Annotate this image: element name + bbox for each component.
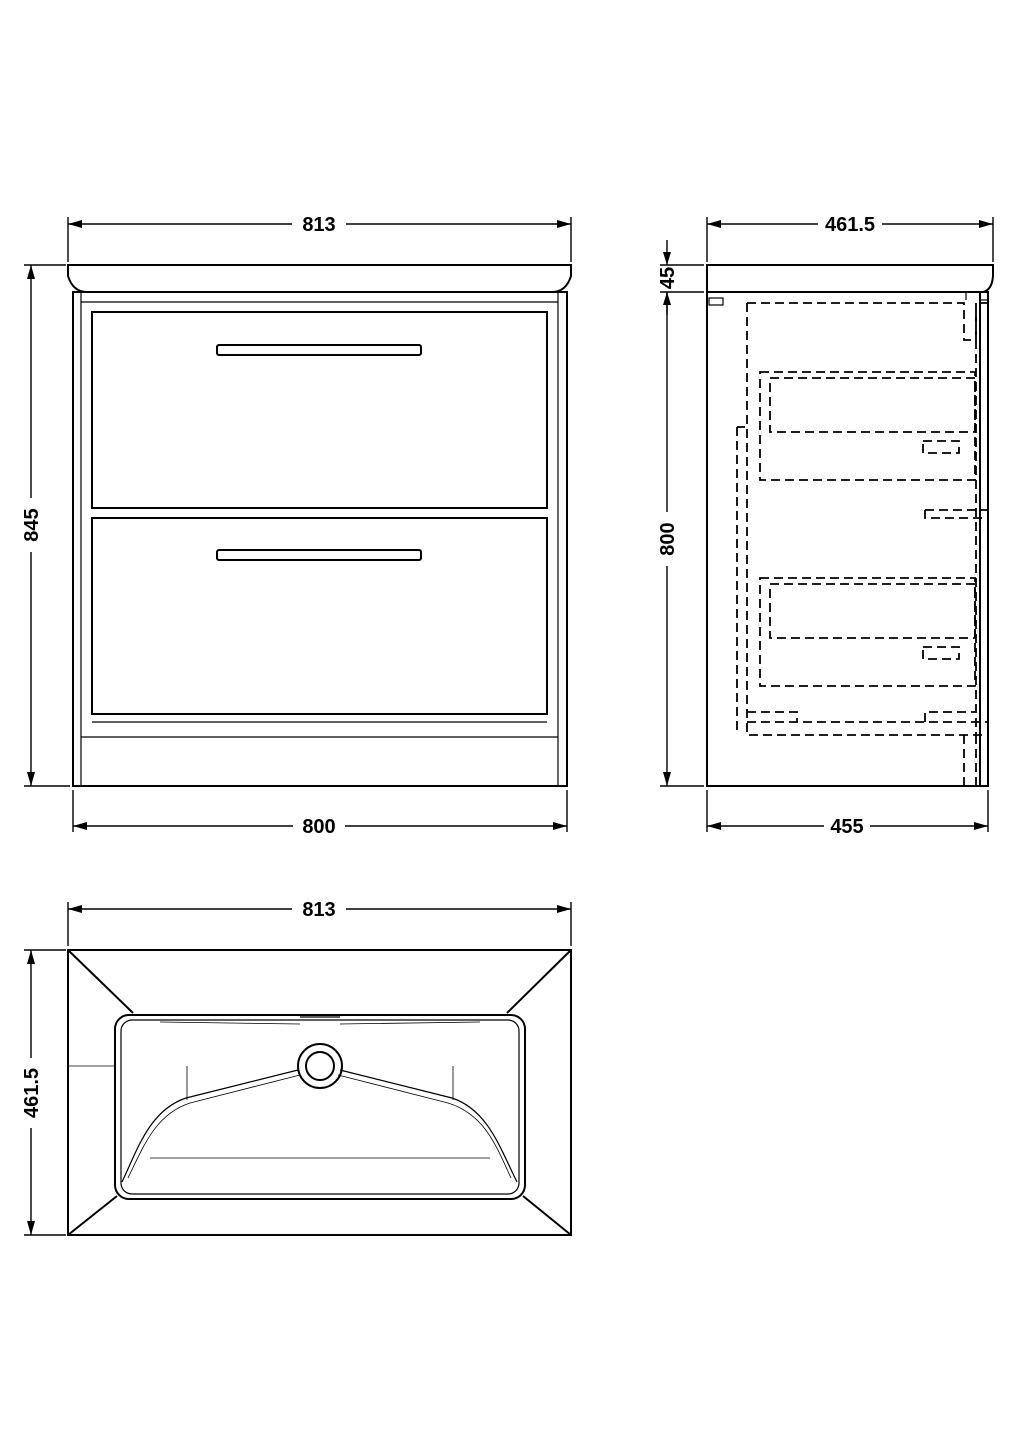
side-top-depth-label: 461.5 xyxy=(825,214,875,236)
bottom-drawer xyxy=(91,517,548,715)
basin-outer-rim xyxy=(67,949,572,1236)
side-cabinet-panel xyxy=(706,291,989,787)
side-view: 461.5 45 800 455 xyxy=(657,214,994,838)
front-height-label: 845 xyxy=(21,508,43,541)
front-basin-top xyxy=(67,264,572,293)
tap-hole xyxy=(297,1043,343,1089)
bottom-drawer-handle xyxy=(216,549,422,561)
plan-view: 813 461.5 xyxy=(21,899,572,1236)
front-cabinet-body xyxy=(72,291,568,787)
plan-depth-label: 461.5 xyxy=(21,1068,43,1118)
top-drawer-handle xyxy=(216,344,422,356)
side-cabinet-height-label: 800 xyxy=(657,522,679,555)
top-drawer xyxy=(91,311,548,509)
side-small-bracket xyxy=(708,297,724,306)
front-top-width-label: 813 xyxy=(302,214,335,236)
front-bottom-width-label: 800 xyxy=(302,816,335,838)
side-basin-thickness-label: 45 xyxy=(657,267,679,289)
side-hidden-lines xyxy=(736,302,988,786)
plan-width-label: 813 xyxy=(302,899,335,921)
basin-bowl xyxy=(114,1014,526,1200)
front-view: 813 845 800 xyxy=(21,214,572,838)
side-bottom-depth-label: 455 xyxy=(830,816,863,838)
side-basin-top xyxy=(706,264,994,293)
